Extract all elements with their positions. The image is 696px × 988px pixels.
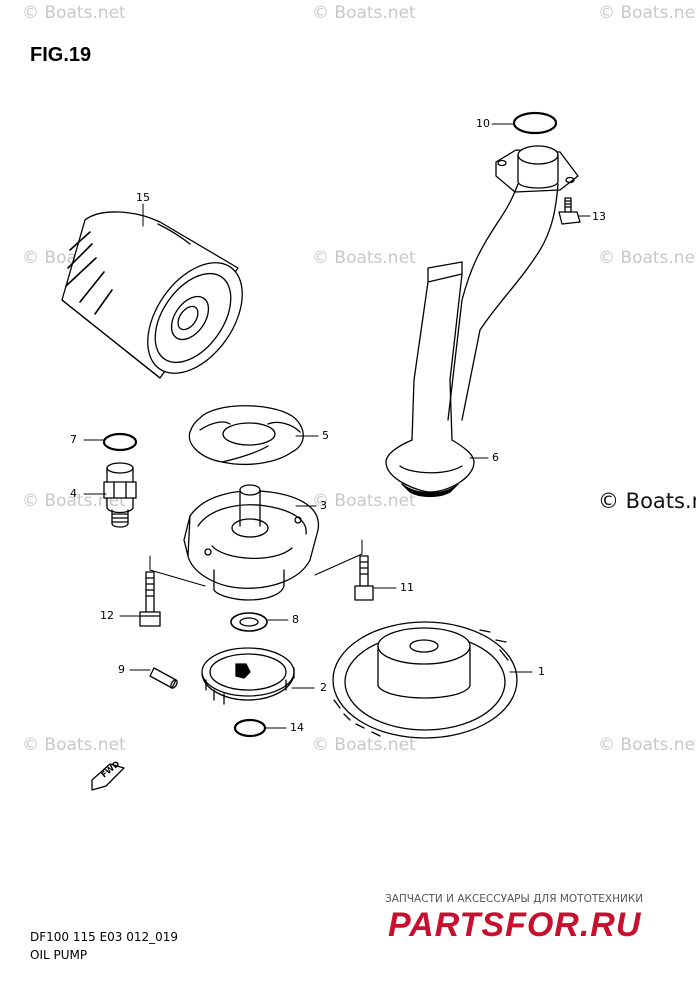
callout-7: 7: [70, 433, 77, 446]
union-fitting-part[interactable]: [103, 462, 137, 528]
watermark: © Boats.net: [22, 491, 126, 511]
watermark: © Boats.net: [598, 248, 696, 268]
oil-strainer-part[interactable]: [385, 145, 579, 498]
callout-12: 12: [100, 609, 114, 622]
oil-pump-case-part[interactable]: [183, 484, 320, 601]
bolt-part[interactable]: [354, 555, 374, 601]
dowel-pin-part[interactable]: [149, 667, 178, 689]
watermark: © Boats.net: [312, 735, 416, 755]
bolt-part[interactable]: [558, 197, 581, 225]
oil-filter-part[interactable]: [61, 211, 262, 391]
callout-14: 14: [290, 721, 304, 734]
figure-title: FIG.19: [30, 44, 92, 66]
gasket-part[interactable]: [188, 405, 304, 465]
o-ring-part[interactable]: [512, 111, 558, 135]
callout-9: 9: [118, 663, 125, 676]
callout-10: 10: [476, 117, 490, 130]
o-ring-part[interactable]: [233, 718, 267, 738]
callout-15: 15: [136, 191, 150, 204]
bolt-part[interactable]: [139, 571, 161, 627]
assembly-guide-line: [149, 539, 363, 587]
watermark: © Boats.net: [22, 735, 126, 755]
callout-1: 1: [538, 665, 545, 678]
callout-4: 4: [70, 487, 77, 500]
o-ring-part[interactable]: [102, 432, 138, 452]
oil-pump-gear-part[interactable]: [332, 621, 518, 739]
callout-2: 2: [320, 681, 327, 694]
watermark: © Boats.net: [598, 735, 696, 755]
callout-leaders: [83, 123, 591, 729]
watermark: © Boats.net: [312, 491, 416, 511]
watermark: © Boats.net: [312, 3, 416, 23]
washer-part[interactable]: [230, 612, 268, 632]
callout-8: 8: [292, 613, 299, 626]
callout-11: 11: [400, 581, 414, 594]
oil-pump-rotor-part[interactable]: [201, 647, 295, 705]
section-name: OIL PUMP: [30, 948, 88, 962]
model-code: DF100 115 E03 012_019: [30, 930, 179, 944]
callout-6: 6: [492, 451, 499, 464]
callout-13: 13: [592, 210, 606, 223]
watermark: © Boats.net: [312, 248, 416, 268]
watermark: © Boats.net: [598, 3, 696, 23]
callout-5: 5: [322, 429, 329, 442]
callout-3: 3: [320, 499, 327, 512]
side-watermark: © Boats.n: [598, 489, 696, 513]
fwd-direction-arrow: FWD: [91, 759, 125, 791]
shop-logo[interactable]: PARTSFOR.RU: [388, 906, 642, 944]
shop-tagline: ЗАПЧАСТИ И АКСЕССУАРЫ ДЛЯ МОТОТЕХНИКИ: [385, 893, 644, 905]
watermark: © Boats.net: [22, 3, 126, 23]
